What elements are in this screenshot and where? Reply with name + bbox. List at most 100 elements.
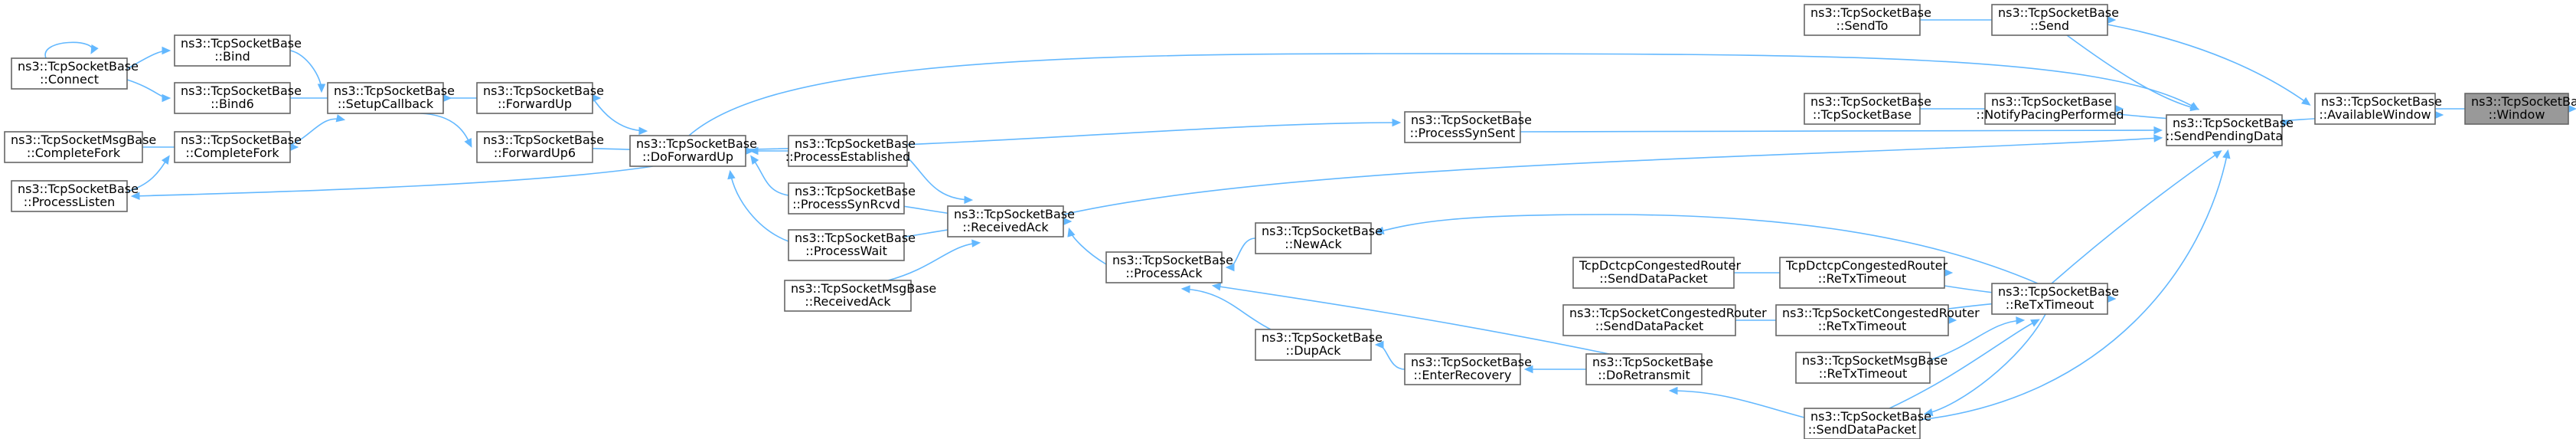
node-tcpsocketbase[interactable]: ns3::TcpSocketBase::TcpSocketBase [1804, 93, 1931, 125]
node-class-label: ns3::TcpSocketMsgBase [1802, 353, 1948, 368]
node-processwait[interactable]: ns3::TcpSocketBase::ProcessWait [788, 229, 916, 261]
edge-processsynrcvd-to-doforwardup [750, 155, 789, 196]
node-msgcompletefork[interactable]: ns3::TcpSocketMsgBase::CompleteFork [4, 131, 156, 163]
node-class-label: ns3::TcpSocketBase [1998, 5, 2119, 20]
node-class-label: TcpDctcpCongestedRouter [1785, 258, 1948, 273]
node-sendto[interactable]: ns3::TcpSocketBase::SendTo [1804, 4, 1931, 36]
node-bind[interactable]: ns3::TcpSocketBase::Bind [174, 34, 302, 67]
node-box [1779, 257, 1945, 289]
node-class-label: ns3::TcpSocketBase [181, 84, 302, 98]
node-class-label: ns3::TcpSocketBase [483, 133, 604, 147]
node-method-label: ::SendDataPacket [1808, 422, 1917, 437]
node-method-label: ::ProcessListen [24, 195, 115, 209]
edge-connect-to-connect [44, 41, 99, 59]
node-processack[interactable]: ns3::TcpSocketBase::ProcessAck [1105, 251, 1233, 283]
node-box [629, 135, 746, 167]
node-class-label: ns3::TcpSocketBase [1262, 224, 1383, 238]
node-processsynsent[interactable]: ns3::TcpSocketBase::ProcessSynSent [1404, 111, 1532, 143]
node-senddatapacket[interactable]: ns3::TcpSocketBase::SendDataPacket [1804, 408, 1931, 439]
node-doretransmit[interactable]: ns3::TcpSocketBase::DoRetransmit [1585, 353, 1713, 385]
node-class-label: ns3::TcpSocketBase [2321, 94, 2442, 109]
node-dupack[interactable]: ns3::TcpSocketBase::DupAck [1255, 329, 1383, 361]
node-method-label: ::Send [2030, 18, 2069, 33]
node-window[interactable]: ns3::TcpSocketBase::Window [2464, 93, 2576, 125]
node-notifypacingperformed[interactable]: ns3::TcpSocketBase::NotifyPacingPerforme… [1976, 93, 2124, 125]
node-class-label: ns3::TcpSocketBase [1262, 330, 1383, 345]
node-processlisten[interactable]: ns3::TcpSocketBase::ProcessListen [11, 180, 139, 212]
edge-send-to-availablewindow [2107, 24, 2311, 106]
node-box [1562, 304, 1736, 336]
node-box [784, 280, 912, 312]
node-msgretx[interactable]: ns3::TcpSocketMsgBase::ReTxTimeout [1795, 352, 1948, 384]
node-send[interactable]: ns3::TcpSocketBase::Send [1991, 4, 2119, 36]
node-availablewindow[interactable]: ns3::TcpSocketBase::AvailableWindow [2314, 93, 2442, 125]
node-class-label: ns3::TcpSocketMsgBase [11, 133, 156, 147]
edge-senddatapacket-to-doretransmit [1668, 386, 1805, 418]
node-method-label: ::AvailableWindow [2319, 107, 2431, 122]
node-dctcpsend[interactable]: TcpDctcpCongestedRouter::SendDataPacket [1572, 257, 1742, 289]
node-enterrecovery[interactable]: ns3::TcpSocketBase::EnterRecovery [1404, 353, 1532, 385]
node-class-label: ns3::TcpSocketBase [1592, 355, 1713, 369]
node-congretx[interactable]: ns3::TcpSocketCongestedRouter::ReTxTimeo… [1775, 304, 1980, 336]
node-method-label: ::DoRetransmit [1598, 368, 1690, 382]
edge-connect-to-bind [126, 46, 171, 70]
node-doforwardup[interactable]: ns3::TcpSocketBase::DoForwardUp [629, 135, 757, 167]
node-receivedack[interactable]: ns3::TcpSocketBase::ReceivedAck [947, 205, 1075, 238]
node-method-label: ::EnterRecovery [1414, 368, 1512, 382]
node-method-label: ::Bind6 [211, 97, 254, 111]
node-processsynrcvd[interactable]: ns3::TcpSocketBase::ProcessSynRcvd [788, 182, 916, 215]
node-forwardup[interactable]: ns3::TcpSocketBase::ForwardUp [476, 82, 604, 114]
node-processestablished[interactable]: ns3::TcpSocketBase::ProcessEstablished [785, 135, 916, 167]
node-box [476, 82, 593, 114]
node-method-label: ::DupAck [1285, 343, 1341, 358]
node-box [1404, 353, 1521, 385]
node-class-label: ns3::TcpSocketCongestedRouter [1569, 306, 1767, 320]
node-box [174, 34, 291, 67]
edge-forwardup-to-doforwardup [592, 97, 648, 136]
node-box [1991, 4, 2108, 36]
edge-retxtimeout-to-senddatapacket [1923, 313, 2046, 417]
node-class-label: ns3::TcpSocketBase [795, 136, 916, 151]
node-forwardup6[interactable]: ns3::TcpSocketBase::ForwardUp6 [476, 131, 604, 163]
node-box [1804, 93, 1921, 125]
edge-doretransmit-to-enterrecovery [1523, 365, 1586, 374]
node-method-label: ::ProcessSynSent [1410, 126, 1516, 140]
node-method-label: ::Bind [214, 49, 250, 64]
node-msgreceivedack[interactable]: ns3::TcpSocketMsgBase::ReceivedAck [784, 280, 936, 312]
node-retxtimeout[interactable]: ns3::TcpSocketBase::ReTxTimeout [1991, 283, 2119, 315]
node-class-label: ns3::TcpSocketBase [18, 59, 139, 74]
node-class-label: ns3::TcpSocketBase [1810, 94, 1931, 109]
node-method-label: ::ReceivedAck [962, 220, 1049, 234]
node-completefork[interactable]: ns3::TcpSocketBase::CompleteFork [174, 131, 302, 163]
node-connect[interactable]: ns3::TcpSocketBase::Connect [11, 57, 139, 90]
node-congsend[interactable]: ns3::TcpSocketCongestedRouter::SendDataP… [1562, 304, 1767, 336]
node-newack[interactable]: ns3::TcpSocketBase::NewAck [1255, 222, 1383, 254]
node-class-label: ns3::TcpSocketBase [795, 184, 916, 198]
node-box [2464, 93, 2569, 125]
node-sendpendingdata[interactable]: ns3::TcpSocketBase::SendPendingData [2166, 114, 2294, 146]
node-method-label: ::ForwardUp [498, 97, 572, 111]
node-setupcallback[interactable]: ns3::TcpSocketBase::SetupCallback [327, 82, 455, 114]
node-box [1255, 222, 1372, 254]
node-method-label: ::SendDataPacket [1599, 271, 1708, 286]
node-bind6[interactable]: ns3::TcpSocketBase::Bind6 [174, 82, 302, 114]
node-dctcpretx[interactable]: TcpDctcpCongestedRouter::ReTxTimeout [1779, 257, 1948, 289]
node-method-label: ::SetupCallback [338, 97, 434, 111]
node-class-label: ns3::TcpSocketBase [1411, 113, 1532, 127]
edge-retxtimeout-to-sendpendingdata [2051, 150, 2222, 284]
node-class-label: ns3::TcpSocketBase [1112, 253, 1233, 267]
edge-newack-to-processack [1225, 238, 1256, 272]
edge-retxtimeout-to-newack [1374, 214, 2039, 284]
edge-processlisten-to-completefork [126, 155, 170, 192]
node-box [788, 135, 908, 167]
node-method-label: ::ReceivedAck [805, 294, 891, 309]
edge-doforwardup-to-processlisten [130, 165, 654, 201]
edge-processestablished-to-doforwardup [749, 146, 788, 156]
node-box [11, 180, 128, 212]
node-method-label: ::CompleteFork [185, 146, 279, 160]
node-box [327, 82, 444, 114]
node-box [1585, 353, 1703, 385]
edge-setupcallback-to-forwardup6 [420, 113, 472, 148]
edge-processwait-to-doforwardup [727, 169, 789, 242]
